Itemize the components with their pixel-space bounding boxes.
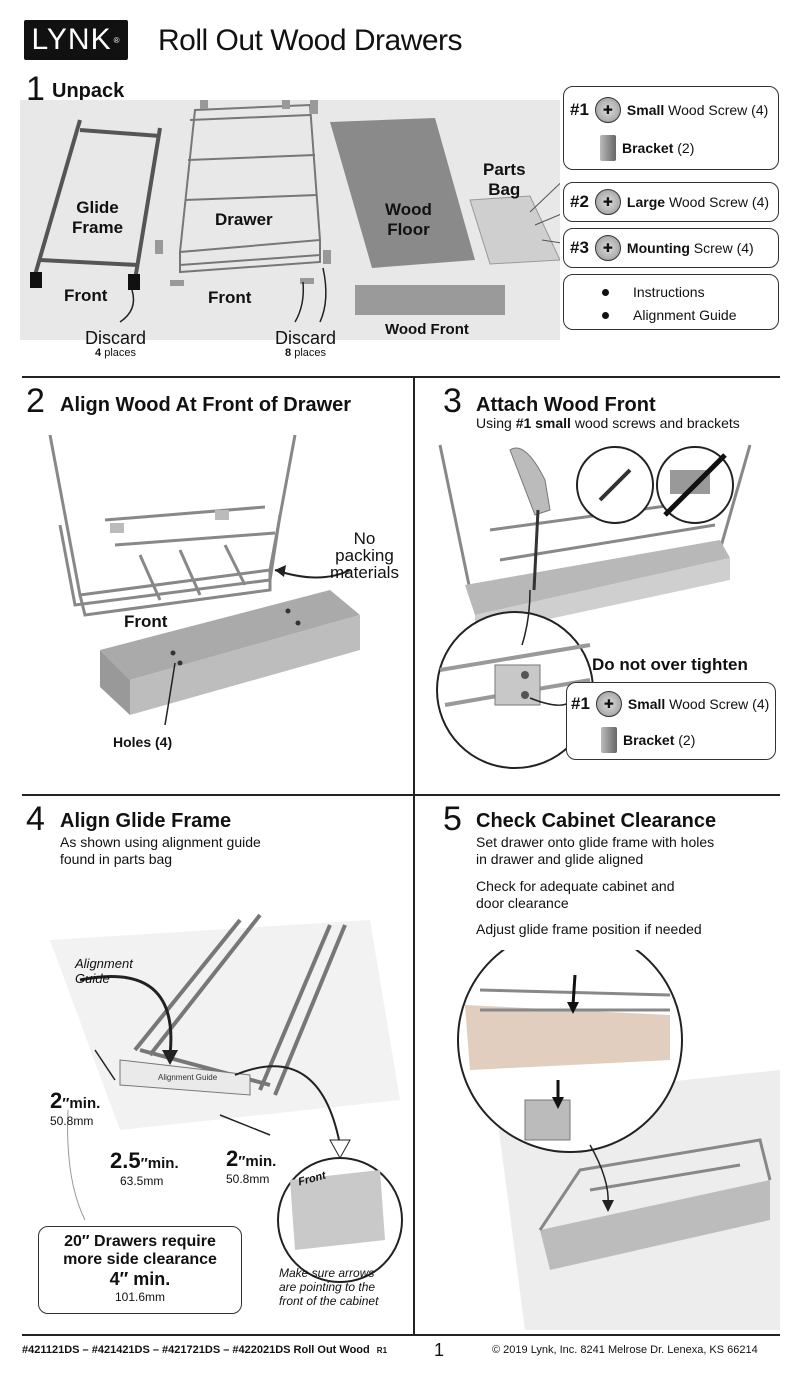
step3-title: Attach Wood Front [476, 394, 656, 416]
step4-illustration: Alignment Guide [50, 913, 403, 1283]
alignment-guide-label: Alignment Guide [75, 956, 133, 986]
divider-2 [22, 794, 780, 796]
mounting-screw-icon: ✚ [594, 235, 621, 261]
wood-floor-image [330, 118, 475, 268]
discard-2: Discard 8 places [275, 328, 337, 359]
documents-box: Instructions Alignment Guide [563, 274, 779, 330]
large-screw-icon: ✚ [594, 189, 621, 215]
no-packing-label: No packing materials [330, 529, 399, 582]
drawer-label: Drawer [215, 210, 273, 229]
lynk-logo: LYNK® [24, 20, 128, 60]
step5-text-1: Set drawer onto glide frame with holes [476, 834, 715, 850]
bracket-icon [600, 135, 616, 161]
divider-1 [22, 376, 780, 378]
step4-number: 4 [26, 800, 45, 838]
divider-vertical [413, 376, 415, 1334]
step3-number: 3 [443, 382, 462, 420]
small-screw-icon: ✚ [595, 691, 622, 717]
wood-front-image [355, 285, 505, 315]
discard-pins [155, 100, 331, 286]
step4-subtitle-1: As shown using alignment guide [60, 834, 261, 850]
measure-right: 2″min. 50.8mm [226, 1146, 277, 1186]
step2-front-label: Front [124, 612, 168, 631]
wood-front-label: Wood Front [385, 321, 469, 338]
parts-bag-image [469, 195, 560, 265]
parts-bag-label: Parts Bag [483, 160, 526, 199]
step5-text-2: in drawer and glide aligned [476, 851, 644, 867]
discard-1: Discard 4 places [85, 328, 147, 359]
do-not-over-tighten: Do not over tighten [592, 655, 748, 674]
wood-floor-label: Wood Floor [385, 200, 432, 239]
step1-title: Unpack [52, 80, 125, 102]
step2-title: Align Wood At Front of Drawer [60, 394, 352, 416]
step1-number: 1 [26, 70, 45, 108]
holes-label: Holes (4) [113, 734, 173, 750]
bracket-icon [601, 727, 617, 753]
glide-frame-image [33, 119, 162, 281]
step5-text-5: Adjust glide frame position if needed [476, 921, 702, 937]
front-label-2: Front [208, 288, 252, 307]
step3-subtitle: Using #1 small wood screws and brackets [476, 415, 740, 431]
measure-left: 2″min. 50.8mm [50, 1088, 101, 1128]
front-label-1: Front [64, 286, 108, 305]
parts-box-2: #2 ✚ Large Wood Screw (4) [563, 182, 779, 222]
step3-illustration [436, 444, 752, 769]
divider-3 [22, 1334, 780, 1336]
measure-center: 2.5″min. 63.5mm [110, 1148, 179, 1188]
footer-copyright: © 2019 Lynk, Inc. 8241 Melrose Dr. Lenex… [492, 1344, 758, 1356]
side-clearance-note: 20″ Drawers require more side clearance … [38, 1226, 242, 1314]
step4-title: Align Glide Frame [60, 810, 232, 832]
page-title: Roll Out Wood Drawers [158, 24, 463, 57]
step5-text-4: door clearance [476, 895, 569, 911]
parts-box-1: #1 ✚ Small Wood Screw (4) Bracket (2) [563, 86, 779, 170]
step2-number: 2 [26, 382, 45, 420]
step5-title: Check Cabinet Clearance [476, 810, 717, 832]
small-screw-icon: ✚ [594, 97, 621, 123]
step2-illustration [48, 434, 360, 726]
step5-text-3: Check for adequate cabinet and [476, 878, 675, 894]
step5-number: 5 [443, 800, 462, 838]
svg-text:Alignment Guide: Alignment Guide [158, 1073, 218, 1082]
step4-subtitle-2: found in parts bag [60, 851, 173, 867]
page-number: 1 [434, 1340, 445, 1360]
parts-box-3: #3 ✚ Mounting Screw (4) [563, 228, 779, 268]
footer-models: #421121DS – #421421DS – #421721DS – #422… [22, 1344, 388, 1356]
step3-parts-box: #1 ✚ Small Wood Screw (4) Bracket (2) [566, 682, 776, 760]
drawer-image [178, 103, 322, 274]
step1-illustration [20, 100, 560, 340]
glide-frame-label: Glide Frame [72, 198, 124, 237]
step5-illustration [457, 950, 780, 1330]
